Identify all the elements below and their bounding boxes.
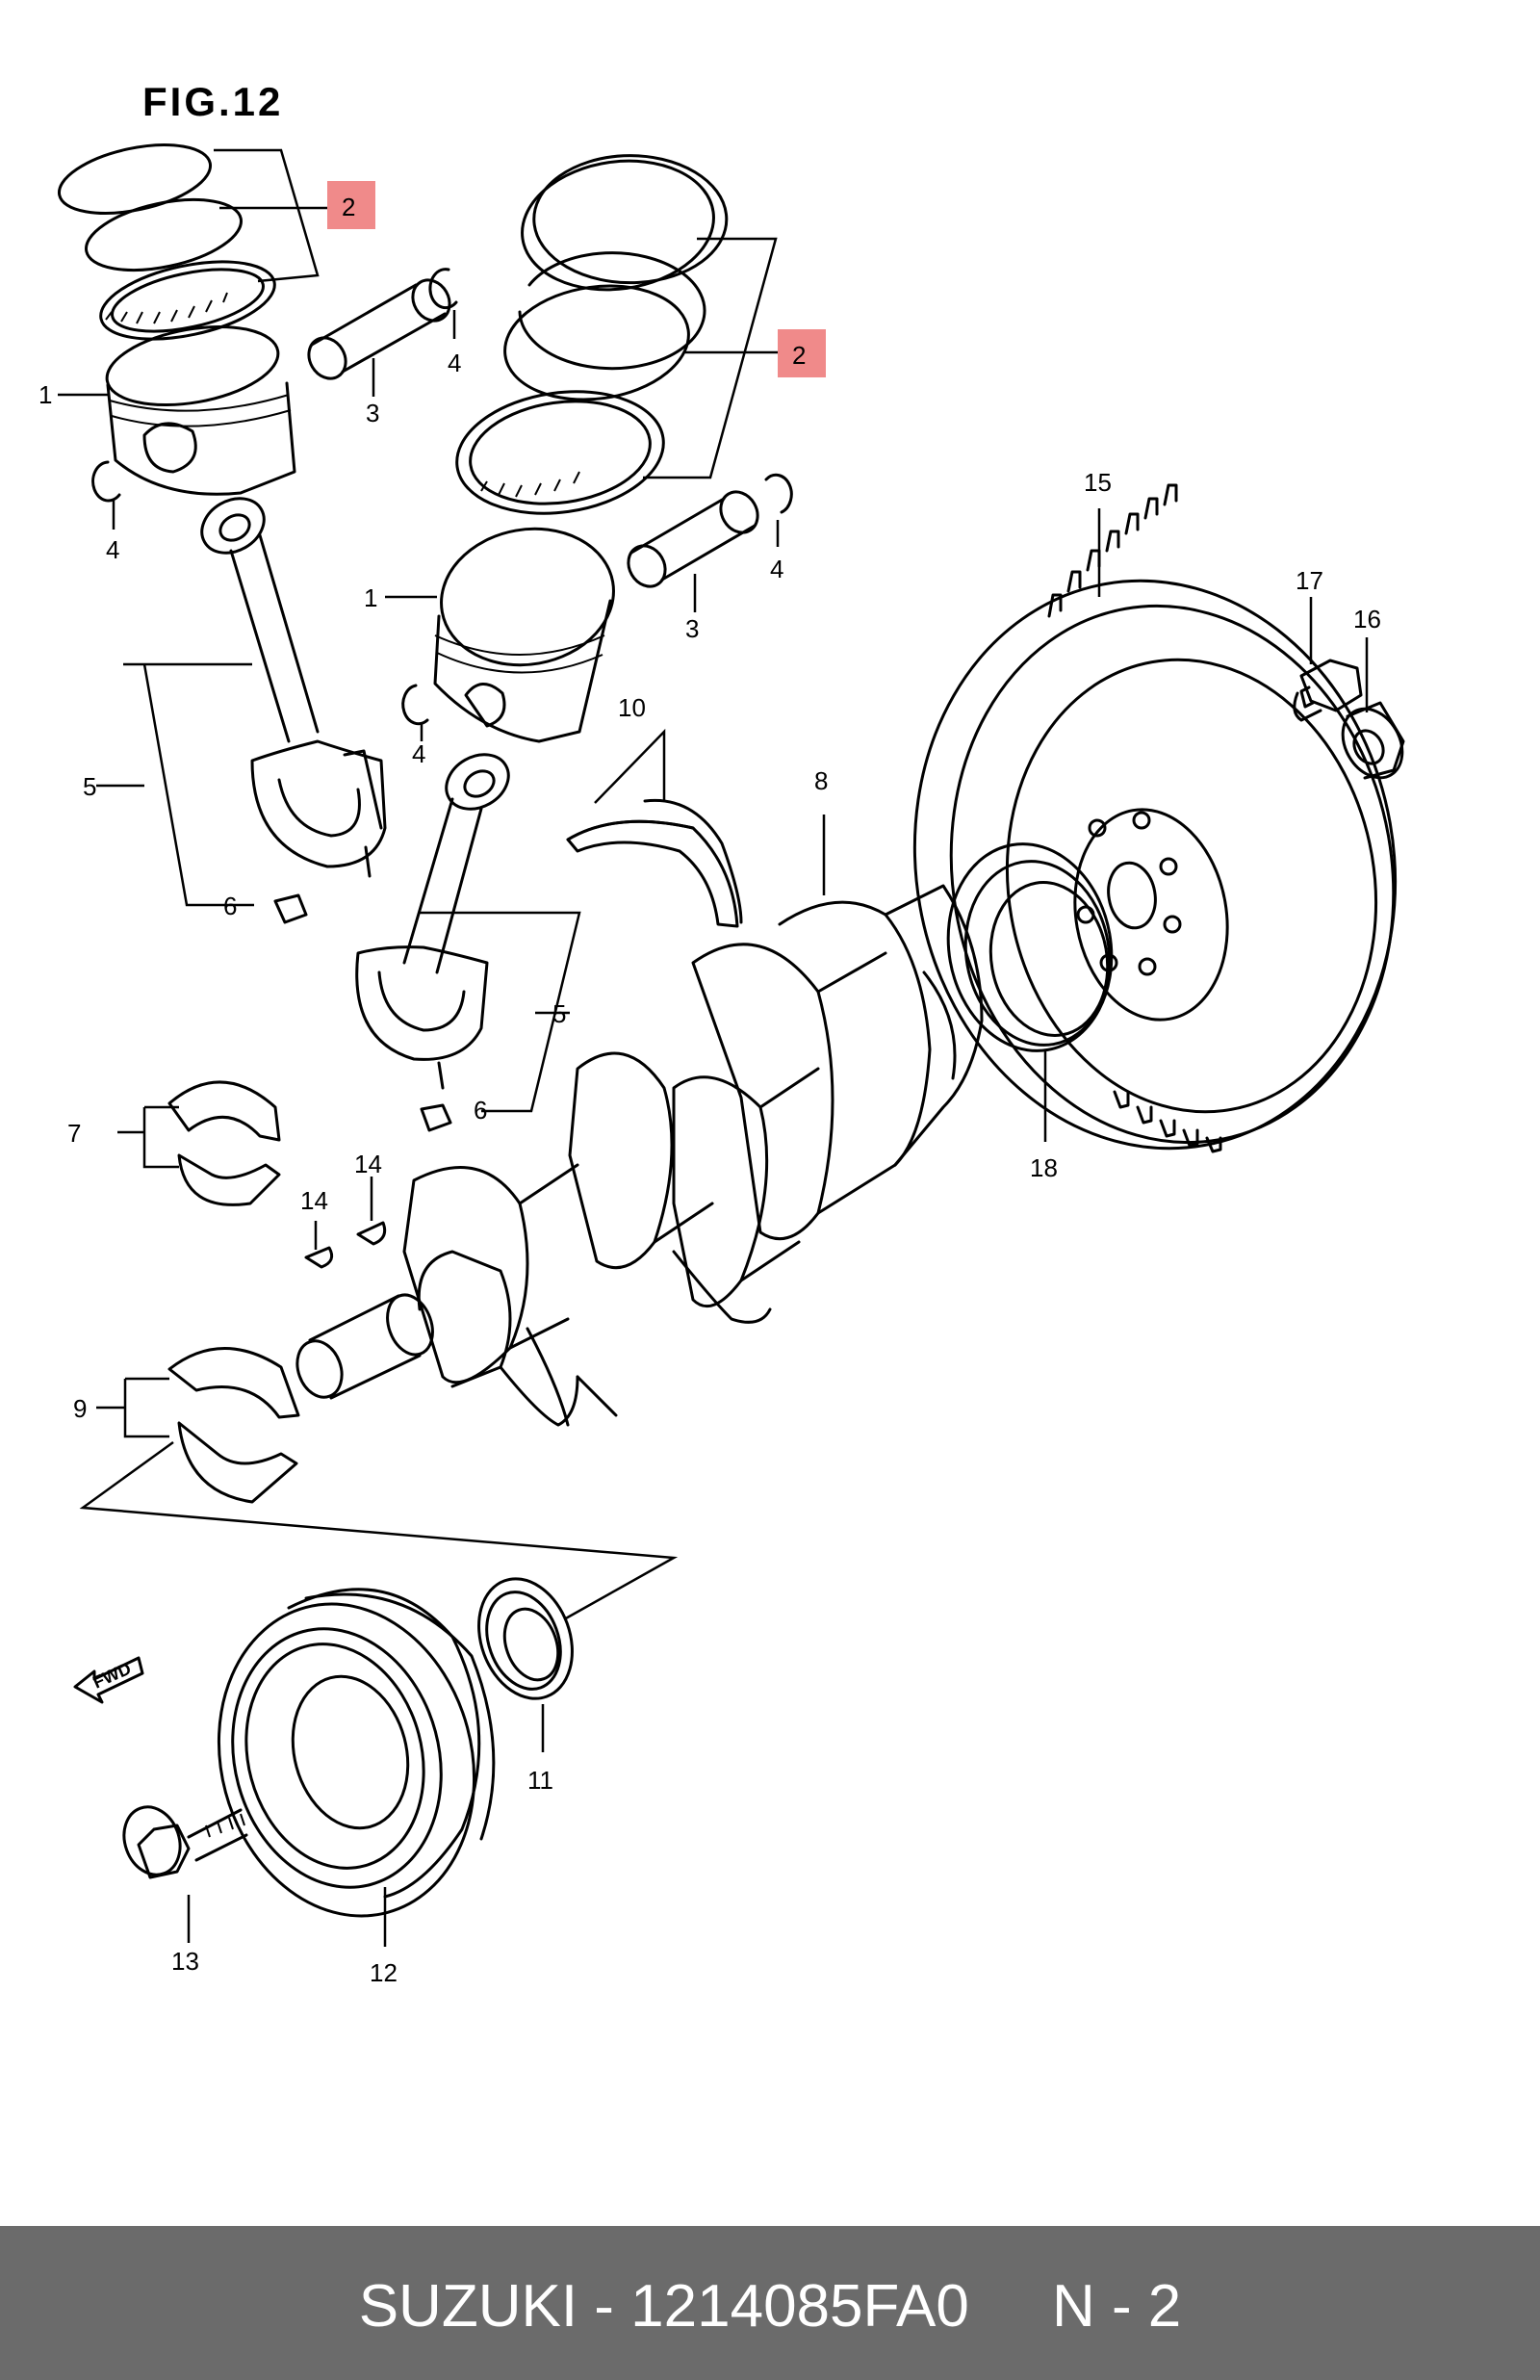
thrust-washers	[566, 798, 743, 928]
figure-title: FIG.12	[142, 79, 283, 124]
connecting-rod-right	[355, 753, 510, 1090]
callout-14: 14	[354, 1150, 382, 1178]
connecting-rod-left	[200, 497, 387, 878]
callout-16: 16	[1353, 605, 1381, 634]
front-oil-seal	[477, 1577, 574, 1700]
rod-nut-right	[420, 1103, 452, 1132]
crankshaft-pulley	[217, 1588, 496, 1918]
callout-4: 4	[448, 349, 461, 377]
flywheel	[912, 483, 1398, 1153]
callout-14: 14	[300, 1186, 328, 1215]
callout-2-highlight-left	[327, 181, 375, 229]
callout-6: 6	[474, 1096, 487, 1125]
callout-15: 15	[1084, 468, 1112, 497]
piston-pin-left	[307, 278, 451, 380]
callout-8: 8	[814, 766, 828, 795]
exploded-parts-diagram: FIG.12 2 1 3 4 4 5 6	[38, 79, 1405, 1987]
callout-5: 5	[552, 999, 566, 1028]
callout-1: 1	[38, 380, 52, 409]
callout-2: 2	[792, 341, 806, 370]
callout-2-highlight-right	[778, 329, 826, 377]
circlip-icon	[764, 473, 793, 514]
callout-1: 1	[364, 583, 377, 612]
circlip-icon	[428, 268, 458, 310]
footer-bar: SUZUKI - 1214085FA0 N - 2	[0, 2226, 1540, 2380]
callout-4: 4	[106, 535, 119, 564]
callout-7: 7	[67, 1119, 81, 1148]
piston-pin-right	[627, 490, 759, 588]
callout-10: 10	[618, 693, 646, 722]
callout-2: 2	[342, 193, 355, 221]
main-bearing-upper	[167, 1080, 281, 1206]
callout-3: 3	[366, 399, 379, 427]
callout-4: 4	[412, 739, 425, 768]
piston-right	[433, 527, 615, 743]
callout-17: 17	[1296, 566, 1323, 595]
callout-11: 11	[527, 1766, 553, 1795]
woodruff-key-icon	[356, 1221, 387, 1246]
piston-left	[105, 324, 296, 496]
callout-12: 12	[370, 1958, 398, 1987]
pulley-bolt	[122, 1805, 248, 1879]
woodruff-key-icon	[304, 1246, 334, 1269]
forward-arrow-icon: FWD	[73, 1656, 144, 1704]
callout-6: 6	[223, 892, 237, 920]
flywheel-bolt	[1293, 659, 1363, 722]
rod-nut-left	[273, 893, 308, 924]
crankshaft	[295, 884, 984, 1427]
piston-rings-left	[57, 143, 276, 341]
main-bearing-lower	[167, 1347, 300, 1504]
callout-5: 5	[83, 772, 96, 801]
rear-oil-seal	[946, 842, 1114, 1052]
circlip-icon	[91, 460, 121, 503]
callout-13: 13	[171, 1947, 199, 1976]
circlip-icon	[401, 684, 429, 726]
piston-rings-right	[455, 154, 729, 515]
callout-9: 9	[73, 1394, 87, 1423]
callout-4: 4	[770, 555, 783, 583]
pilot-bearing	[1341, 701, 1405, 780]
part-number-caption: SUZUKI - 1214085FA0 N - 2	[358, 2273, 1182, 2340]
callout-3: 3	[685, 614, 699, 643]
callout-18: 18	[1030, 1153, 1058, 1182]
